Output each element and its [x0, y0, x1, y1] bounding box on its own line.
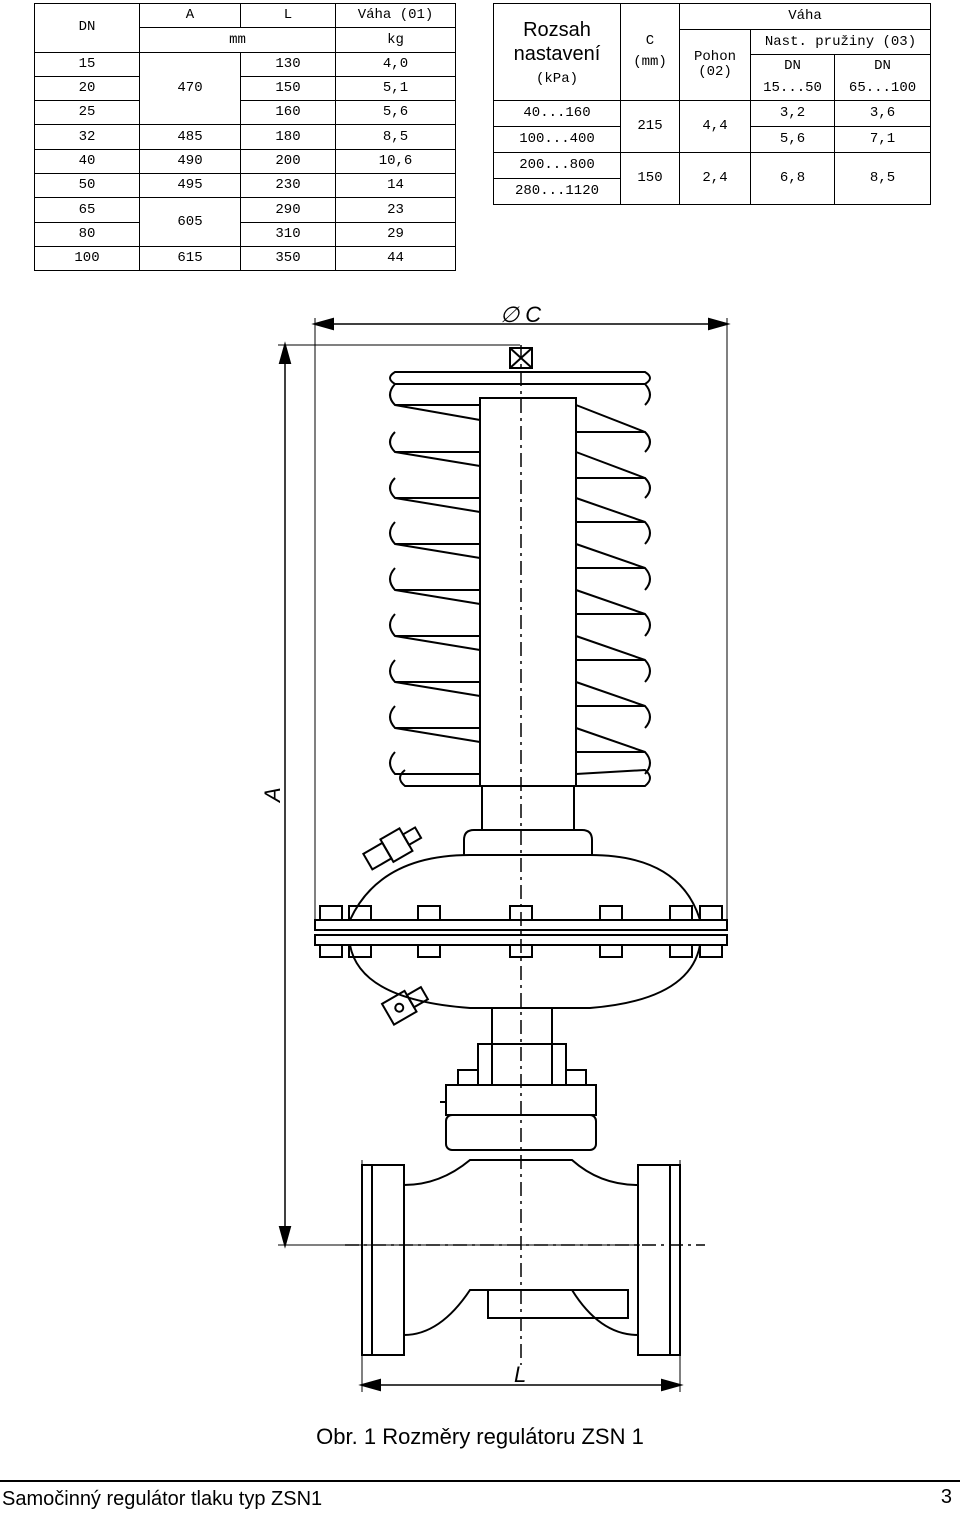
dn-cell: 25	[34, 100, 140, 126]
spring-column	[479, 397, 577, 787]
dimension-a-label: A	[260, 787, 285, 804]
dn-cell: 65	[34, 197, 140, 223]
header-weight: Váha	[679, 3, 931, 30]
figure-caption: Obr. 1 Rozměry regulátoru ZSN 1	[316, 1424, 644, 1449]
c-cell: 150	[620, 152, 680, 205]
dn-cell: 20	[34, 75, 140, 102]
a-cell: 495	[139, 173, 241, 199]
hex-nut	[477, 1043, 567, 1086]
l-cell: 150	[240, 75, 336, 102]
header-spring-set: Nast. pružiny (03)	[750, 29, 931, 55]
range-table: Rozsah nastavení (kPa) C (mm) Váha Pohon…	[493, 3, 931, 205]
dn-cell: 40	[34, 148, 140, 175]
l-cell: 180	[240, 124, 336, 150]
dimensions-table: DN A L Váha (01) mm kg 15 470 130 4,0 20…	[34, 2, 456, 272]
range-cell: 100...400	[493, 126, 621, 153]
dimension-c-label: ∅ C	[500, 302, 541, 327]
weight-cell: 44	[335, 245, 456, 272]
a-cell: 485	[139, 124, 241, 150]
l-cell: 230	[240, 173, 336, 199]
l-cell: 350	[240, 245, 336, 272]
a-cell: 490	[139, 148, 241, 175]
weight-cell: 3,2	[749, 100, 836, 127]
weight-cell: 23	[335, 197, 456, 223]
weight-cell: 5,6	[335, 100, 456, 126]
bonnet-flange	[440, 1069, 597, 1151]
l-cell: 310	[240, 221, 336, 247]
dn-cell: 15	[34, 51, 140, 77]
header-c-label: C	[645, 33, 655, 50]
dn-cell: 100	[34, 245, 140, 272]
weight-cell: 5,1	[335, 75, 456, 102]
dn-cell: 50	[34, 173, 140, 199]
a-cell: 615	[139, 245, 241, 272]
header-dn-b-range: 65...100	[834, 77, 931, 101]
weight-cell: 4,0	[335, 51, 456, 77]
range-cell: 40...160	[493, 100, 621, 127]
dimension-l-label: L	[514, 1362, 526, 1387]
dn-cell: 32	[34, 124, 140, 150]
header-c-unit: (mm)	[633, 54, 667, 70]
footer-title: Samočinný regulátor tlaku typ ZSN1	[2, 1488, 323, 1510]
spring-coils	[389, 383, 651, 787]
weight-cell: 5,6	[749, 126, 836, 153]
a-cell: 605	[139, 197, 241, 247]
neck	[481, 785, 575, 831]
l-cell: 160	[240, 100, 336, 126]
c-cell: 215	[620, 100, 680, 153]
actuator-cell: 4,4	[679, 100, 751, 153]
header-range-label: Rozsah nastavení	[513, 18, 601, 65]
l-cell: 130	[240, 51, 336, 77]
footer-divider	[0, 1480, 960, 1482]
weight-cell: 10,6	[335, 148, 456, 175]
dimension-a: A	[260, 341, 640, 1249]
header-c: C (mm)	[620, 3, 680, 101]
a-cell: 470	[139, 51, 241, 126]
weight-cell: 3,6	[834, 100, 931, 127]
spring-plate	[389, 371, 651, 385]
header-l: L	[240, 2, 336, 29]
weight-cell: 6,8	[749, 152, 836, 205]
header-actuator: Pohon (02)	[679, 29, 751, 101]
regulator-drawing: ∅ C A L	[260, 302, 731, 1392]
header-dn-b: DN	[834, 54, 931, 78]
weight-cell: 8,5	[335, 124, 456, 150]
flange-bolts	[319, 905, 723, 958]
header-weight: Váha (01)	[335, 2, 456, 29]
lower-neck	[491, 1007, 553, 1045]
header-unit-kg: kg	[335, 27, 456, 53]
dimension-c: ∅ C	[311, 302, 731, 920]
weight-cell: 29	[335, 221, 456, 247]
actuator-cell: 2,4	[679, 152, 751, 205]
weight-cell: 14	[335, 173, 456, 199]
header-range: Rozsah nastavení (kPa)	[493, 3, 621, 101]
header-a: A	[139, 2, 241, 29]
l-cell: 200	[240, 148, 336, 175]
upper-fitting	[361, 826, 423, 871]
l-cell: 290	[240, 197, 336, 223]
header-dn-a: DN	[749, 54, 836, 78]
header-unit-mm: mm	[139, 27, 336, 53]
header-range-unit: (kPa)	[535, 70, 578, 87]
lower-fitting	[380, 985, 430, 1026]
weight-cell: 8,5	[834, 152, 931, 205]
weight-cell: 7,1	[834, 126, 931, 153]
neck-collar	[463, 829, 593, 855]
header-dn-a-range: 15...50	[749, 77, 836, 101]
range-cell: 200...800	[493, 152, 621, 179]
dn-cell: 80	[34, 221, 140, 247]
valve-body	[361, 1159, 681, 1356]
range-cell: 280...1120	[493, 178, 621, 205]
page-number: 3	[940, 1486, 952, 1508]
header-dn: DN	[34, 3, 140, 53]
